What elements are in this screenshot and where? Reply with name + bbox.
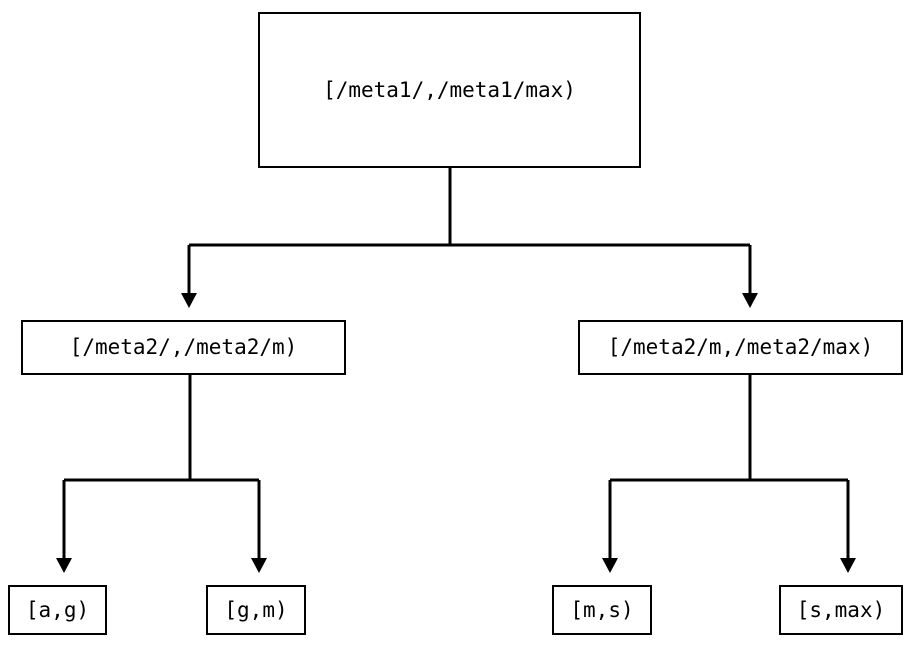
node-root-label: [/meta1/,/meta1/max) <box>323 77 576 102</box>
node-leaf-m-s[interactable]: [m,s) <box>552 585 652 635</box>
node-mid-left[interactable]: [/meta2/,/meta2/m) <box>21 320 346 375</box>
node-leaf-a-g[interactable]: [a,g) <box>8 585 107 635</box>
node-mid-right[interactable]: [/meta2/m,/meta2/max) <box>578 320 903 375</box>
arrowhead-to-mid-right <box>742 293 758 308</box>
arrowhead-to-leaf-smax <box>840 558 856 573</box>
node-leaf-s-max-label: [s,max) <box>796 597 886 622</box>
node-leaf-m-s-label: [m,s) <box>570 597 634 622</box>
node-leaf-s-max[interactable]: [s,max) <box>779 585 903 635</box>
arrowhead-to-leaf-ms <box>602 558 618 573</box>
node-mid-right-label: [/meta2/m,/meta2/max) <box>607 335 874 359</box>
arrowhead-to-mid-left <box>181 293 197 308</box>
node-leaf-g-m-label: [g,m) <box>224 597 288 622</box>
arrowhead-to-leaf-gm <box>251 558 267 573</box>
node-leaf-a-g-label: [a,g) <box>25 597 90 622</box>
node-leaf-g-m[interactable]: [g,m) <box>206 585 306 635</box>
arrowhead-to-leaf-ag <box>56 558 72 573</box>
node-root[interactable]: [/meta1/,/meta1/max) <box>258 12 641 168</box>
node-mid-left-label: [/meta2/,/meta2/m) <box>69 335 298 359</box>
